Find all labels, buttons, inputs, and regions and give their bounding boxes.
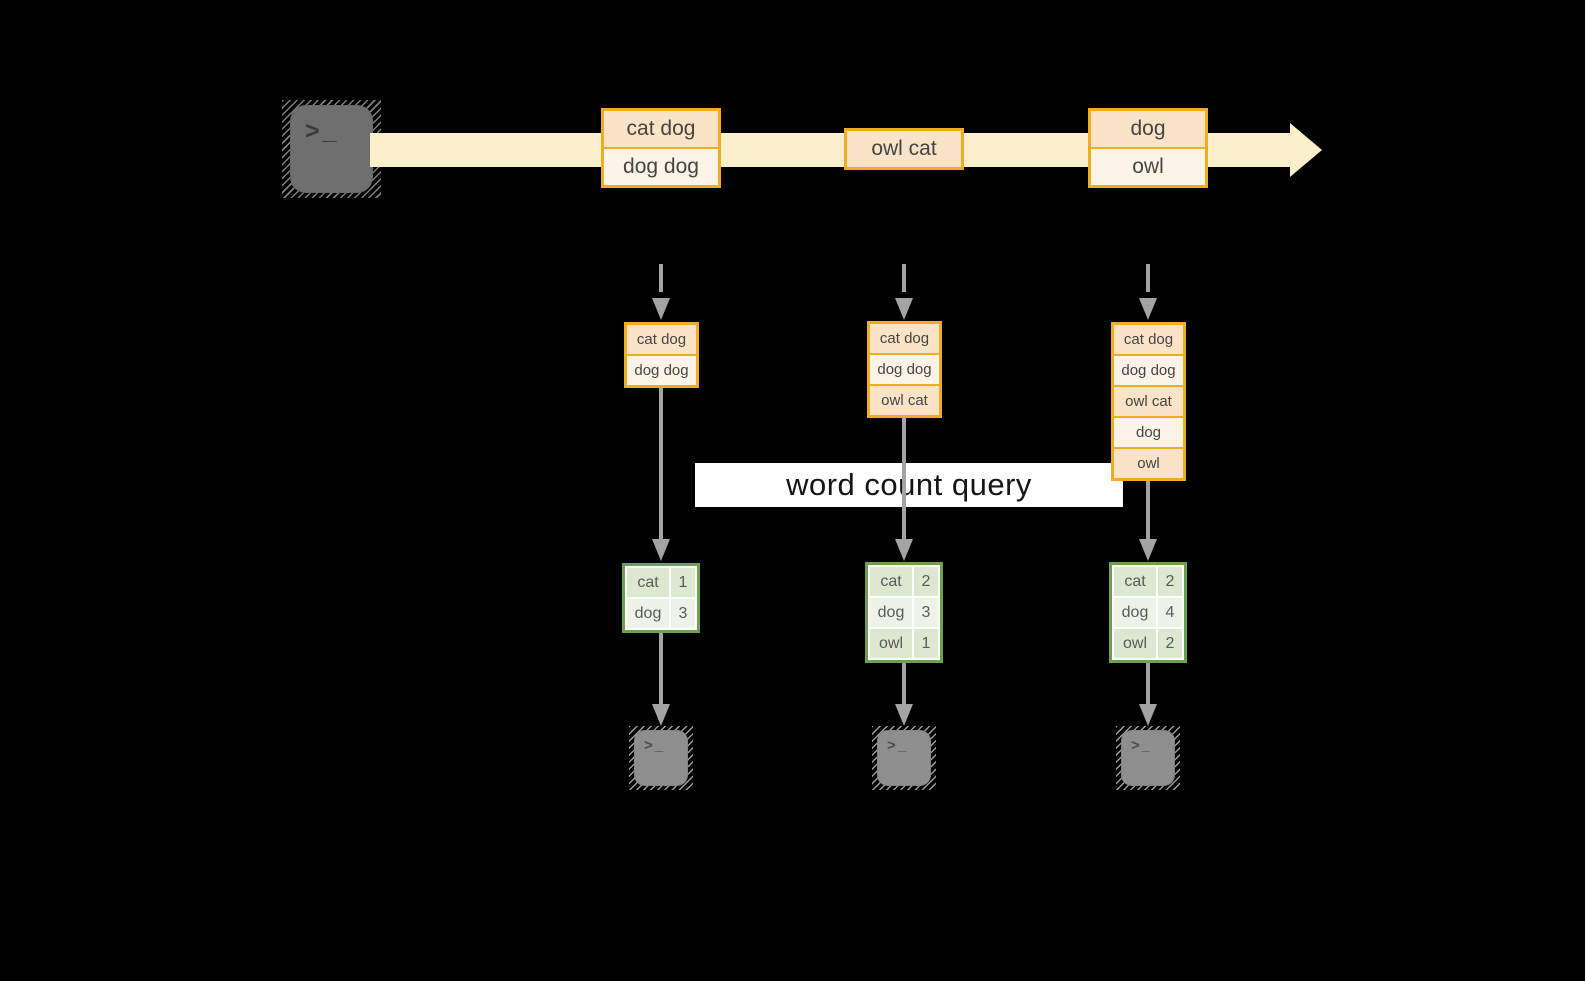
consumer-terminal-icon-3: >_ (1116, 726, 1180, 790)
buffer-item-row: owl cat (1114, 387, 1183, 416)
word-cell: cat (1114, 567, 1156, 596)
connector-arrowhead-icon (652, 704, 670, 726)
word-count-table-1: cat 1 dog 3 (622, 563, 700, 633)
buffer-item-row: owl cat (870, 386, 939, 415)
connector-line (1146, 481, 1150, 539)
count-cell: 1 (671, 568, 695, 597)
word-cell: cat (627, 568, 669, 597)
stream-batch-3: dog owl (1088, 108, 1208, 188)
terminal-prompt-icon: >_ (305, 117, 340, 145)
word-cell: owl (1114, 629, 1156, 658)
buffer-item-row: cat dog (1114, 325, 1183, 354)
buffer-item-row: dog dog (1114, 356, 1183, 385)
connector-line (659, 633, 663, 704)
consumer-terminal-icon-1: >_ (629, 726, 693, 790)
connector-arrowhead-icon (895, 539, 913, 561)
connector-arrowhead-icon (1139, 539, 1157, 561)
query-banner: word count query (695, 463, 1123, 507)
word-cell: dog (627, 599, 669, 628)
word-cell: dog (1114, 598, 1156, 627)
ingest-arrowhead-icon (895, 298, 913, 320)
terminal-prompt-icon: >_ (887, 737, 909, 754)
ingest-arrow-dash-icon (1146, 264, 1150, 292)
consumer-terminal-icon-2: >_ (872, 726, 936, 790)
stream-item-row: cat dog (604, 111, 718, 147)
terminal-body: >_ (1121, 730, 1175, 786)
connector-arrowhead-icon (652, 539, 670, 561)
stream-item-row: dog (1091, 111, 1205, 147)
terminal-body: >_ (290, 105, 373, 193)
buffer-item-row: dog (1114, 418, 1183, 447)
count-cell: 2 (914, 567, 938, 596)
buffer-item-row: cat dog (627, 325, 696, 354)
terminal-prompt-icon: >_ (644, 737, 666, 754)
word-count-table-2: cat 2 dog 3 owl 1 (865, 562, 943, 663)
terminal-body: >_ (634, 730, 688, 786)
connector-line (1146, 663, 1150, 704)
stream-item-row: owl cat (847, 131, 961, 167)
count-cell: 2 (1158, 629, 1182, 658)
count-cell: 3 (914, 598, 938, 627)
buffer-stack-3: cat dog dog dog owl cat dog owl (1111, 322, 1186, 481)
connector-line (902, 663, 906, 704)
count-cell: 1 (914, 629, 938, 658)
buffer-item-row: dog dog (627, 356, 696, 385)
connector-arrowhead-icon (1139, 704, 1157, 726)
connector-line (902, 418, 906, 539)
buffer-item-row: owl (1114, 449, 1183, 478)
ingest-arrowhead-icon (652, 298, 670, 320)
stream-arrowhead-icon (1290, 123, 1322, 177)
buffer-stack-2: cat dog dog dog owl cat (867, 321, 942, 418)
source-terminal-icon: >_ (282, 100, 381, 198)
terminal-body: >_ (877, 730, 931, 786)
ingest-arrow-dash-icon (902, 264, 906, 292)
ingest-arrow-dash-icon (659, 264, 663, 292)
buffer-item-row: dog dog (870, 355, 939, 384)
stream-item-row: owl (1091, 149, 1205, 185)
word-count-table-3: cat 2 dog 4 owl 2 (1109, 562, 1187, 663)
query-banner-label: word count query (786, 467, 1032, 502)
buffer-stack-1: cat dog dog dog (624, 322, 699, 388)
connector-arrowhead-icon (895, 704, 913, 726)
count-cell: 4 (1158, 598, 1182, 627)
terminal-prompt-icon: >_ (1131, 737, 1153, 754)
count-cell: 2 (1158, 567, 1182, 596)
connector-line (659, 388, 663, 539)
stream-item-row: dog dog (604, 149, 718, 185)
word-cell: owl (870, 629, 912, 658)
count-cell: 3 (671, 599, 695, 628)
word-cell: dog (870, 598, 912, 627)
stream-batch-2: owl cat (844, 128, 964, 170)
stream-batch-1: cat dog dog dog (601, 108, 721, 188)
word-cell: cat (870, 567, 912, 596)
ingest-arrowhead-icon (1139, 298, 1157, 320)
buffer-item-row: cat dog (870, 324, 939, 353)
